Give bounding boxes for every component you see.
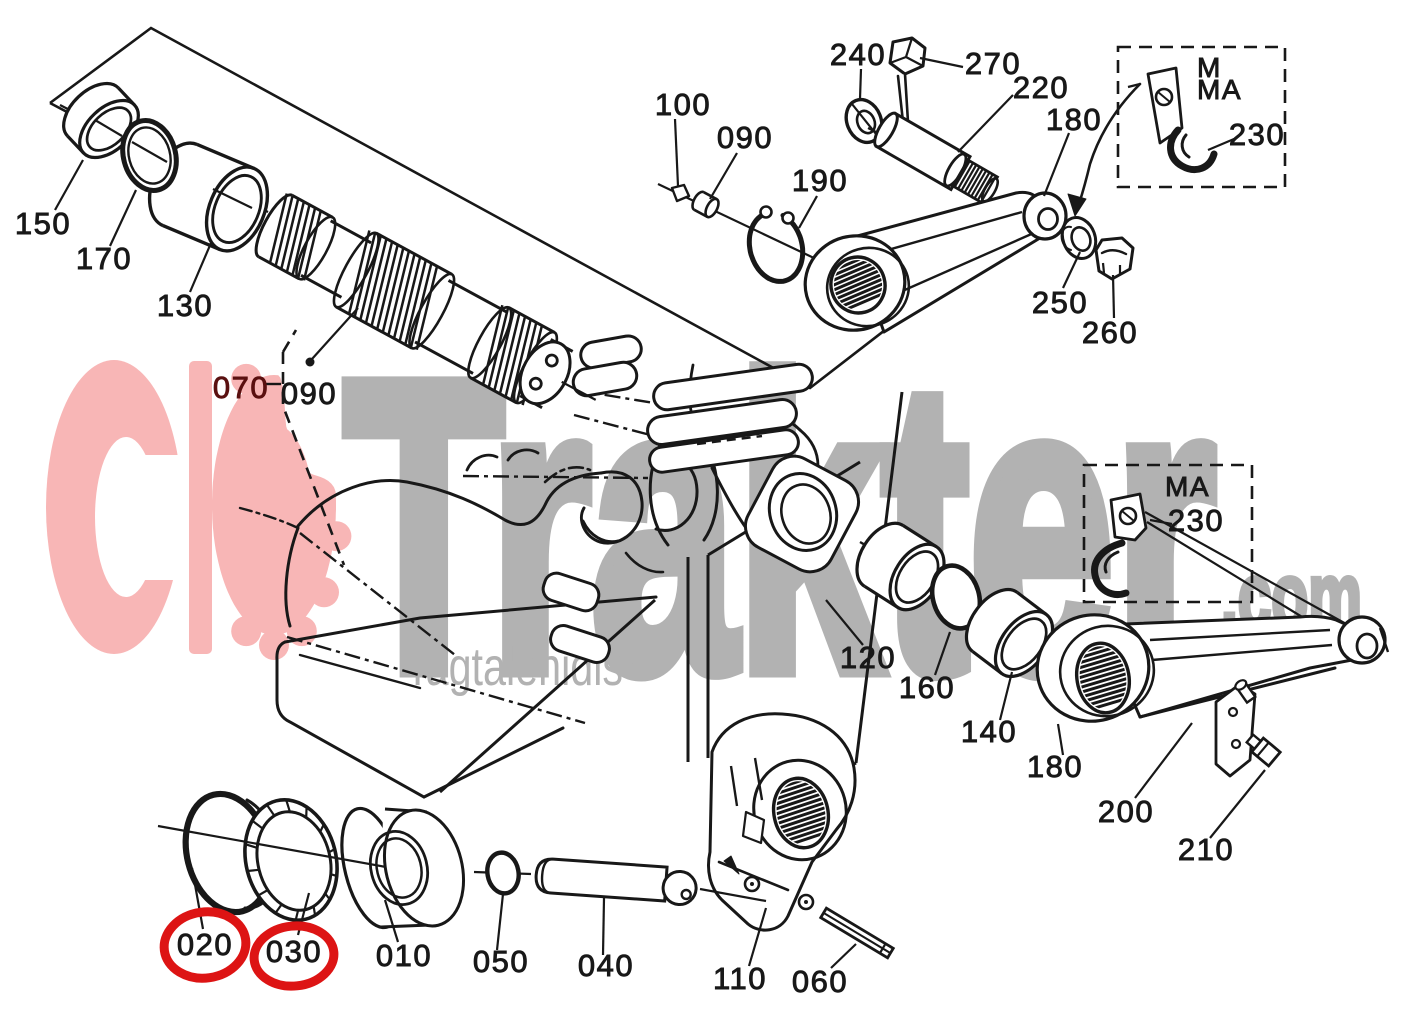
svg-text:160: 160	[899, 670, 955, 705]
svg-text:180: 180	[1027, 749, 1083, 784]
svg-text:140: 140	[961, 714, 1017, 749]
svg-text:250: 250	[1032, 285, 1088, 320]
svg-text:020: 020	[177, 927, 233, 962]
svg-text:MA: MA	[1197, 74, 1242, 105]
svg-text:210: 210	[1178, 832, 1234, 867]
svg-text:130: 130	[157, 288, 213, 323]
svg-text:060: 060	[792, 964, 848, 999]
svg-text:150: 150	[15, 206, 71, 241]
svg-text:260: 260	[1082, 315, 1138, 350]
svg-text:170: 170	[76, 241, 132, 276]
svg-text:190: 190	[792, 163, 848, 198]
svg-text:230: 230	[1168, 503, 1224, 538]
svg-text:050: 050	[473, 944, 529, 979]
svg-text:090: 090	[717, 120, 773, 155]
svg-text:110: 110	[713, 961, 767, 996]
svg-text:200: 200	[1098, 794, 1154, 829]
svg-text:240: 240	[830, 37, 886, 72]
svg-text:040: 040	[578, 948, 634, 983]
svg-text:070: 070	[213, 370, 269, 405]
svg-text:090: 090	[281, 376, 337, 411]
svg-text:MA: MA	[1165, 471, 1210, 502]
svg-text:180: 180	[1046, 102, 1102, 137]
svg-text:230: 230	[1229, 117, 1285, 152]
svg-text:030: 030	[266, 934, 322, 969]
svg-text:010: 010	[376, 938, 432, 973]
svg-text:100: 100	[655, 87, 711, 122]
svg-text:220: 220	[1013, 70, 1069, 105]
svg-text:120: 120	[840, 640, 896, 675]
